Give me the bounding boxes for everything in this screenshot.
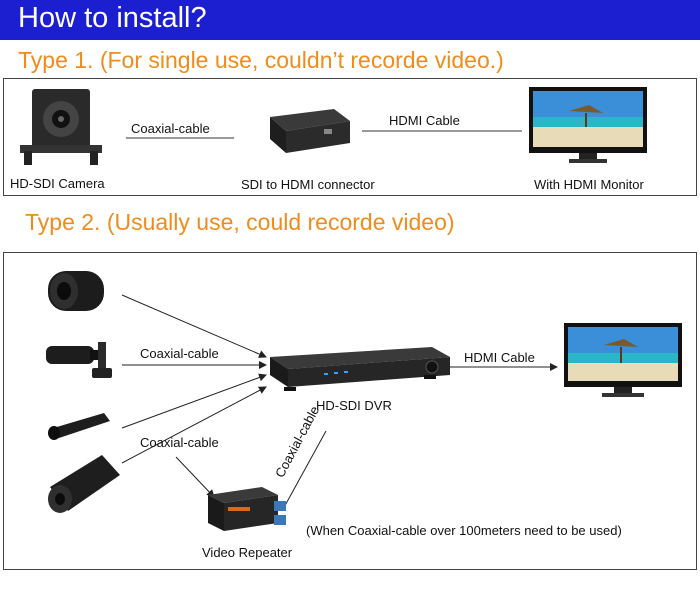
page-title: How to install? bbox=[18, 2, 207, 34]
bullet-camera-3-icon bbox=[48, 455, 120, 513]
type1-cable1-line bbox=[126, 137, 234, 139]
bullet-camera-1-icon bbox=[48, 271, 104, 311]
type1-heading: Type 1. (For single use, couldn’t record… bbox=[18, 47, 504, 73]
dvr-icon bbox=[270, 347, 450, 391]
connector-icon bbox=[270, 109, 350, 153]
camera-icon bbox=[20, 89, 102, 165]
bullet-camera-2-icon bbox=[48, 413, 110, 440]
type2-cable2-label: Coaxial-cable bbox=[140, 435, 219, 450]
type2-hdmi-label: HDMI Cable bbox=[464, 350, 535, 365]
connector-label: SDI to HDMI connector bbox=[241, 177, 375, 192]
repeater-label: Video Repeater bbox=[202, 545, 293, 560]
monitor-label: With HDMI Monitor bbox=[534, 177, 644, 192]
type1-cable2-line bbox=[362, 130, 522, 132]
bracket-camera-icon bbox=[46, 342, 112, 378]
type1-cable2-label: HDMI Cable bbox=[389, 113, 460, 128]
type2-connections bbox=[121, 294, 558, 512]
dvr-label: HD-SDI DVR bbox=[316, 398, 392, 413]
type2-note: (When Coaxial-cable over 100meters need … bbox=[306, 523, 622, 538]
monitor-icon bbox=[564, 323, 682, 397]
type2-heading: Type 2. (Usually use, could recorde vide… bbox=[25, 209, 455, 235]
type2-panel: Coaxial-cable Coaxial-cable HD-SDI DVR H… bbox=[3, 252, 697, 570]
camera-label: HD-SDI Camera bbox=[10, 176, 105, 191]
type2-cable1-label: Coaxial-cable bbox=[140, 346, 219, 361]
monitor-icon bbox=[529, 87, 647, 163]
type1-cable1-label: Coaxial-cable bbox=[131, 121, 210, 136]
type1-panel: HD-SDI Camera Coaxial-cable SDI to HDMI … bbox=[3, 78, 697, 196]
title-bar: How to install? bbox=[0, 0, 700, 40]
repeater-icon bbox=[208, 487, 286, 531]
